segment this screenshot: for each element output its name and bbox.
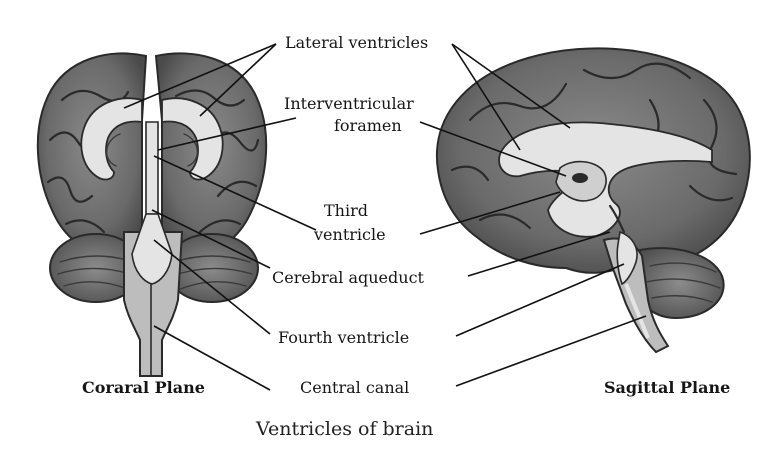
label-third: Third bbox=[324, 201, 368, 220]
coronal-lateral-ventricle-left bbox=[80, 97, 143, 181]
label-fourth-ventricle: Fourth ventricle bbox=[278, 328, 409, 347]
label-interventricular: Interventricular bbox=[284, 94, 414, 113]
label-cerebral-aqueduct: Cerebral aqueduct bbox=[272, 268, 425, 287]
caption-sagittal-plane: Sagittal Plane bbox=[604, 378, 730, 397]
label-ventricle: ventricle bbox=[313, 225, 386, 244]
coronal-lateral-ventricle-right bbox=[161, 97, 224, 181]
coronal-brain bbox=[36, 52, 268, 377]
leader-lines bbox=[123, 43, 647, 391]
sagittal-interventricular-foramen bbox=[572, 173, 588, 183]
coronal-third-ventricle bbox=[145, 121, 159, 215]
caption-coronal-plane: Coraral Plane bbox=[82, 378, 205, 397]
sagittal-aqueduct bbox=[608, 204, 626, 234]
sagittal-central-canal bbox=[624, 283, 650, 339]
label-central-canal: Central canal bbox=[300, 378, 409, 397]
label-foramen: foramen bbox=[334, 116, 402, 135]
sagittal-fourth-ventricle bbox=[616, 230, 638, 286]
diagram-title: Ventricles of brain bbox=[255, 418, 433, 440]
coronal-fourth-ventricle bbox=[131, 213, 173, 285]
sagittal-brain bbox=[435, 47, 751, 354]
label-lateral-ventricles: Lateral ventricles bbox=[285, 33, 428, 52]
